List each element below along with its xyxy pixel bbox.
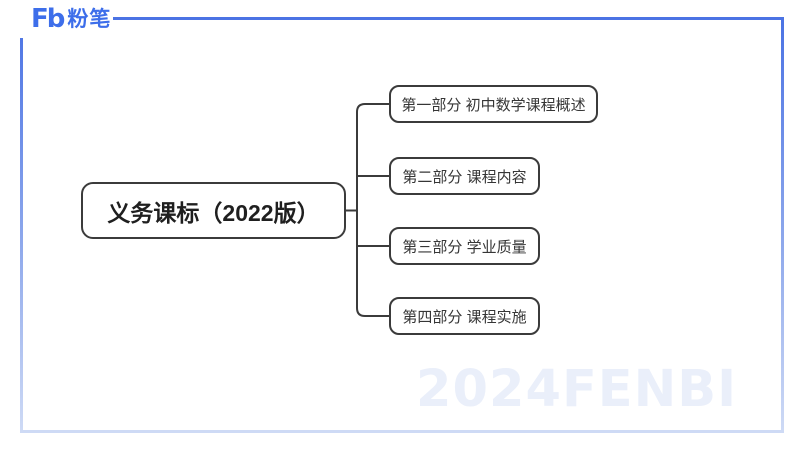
mindmap-child-label-3: 第三部分 学业质量 <box>402 238 527 256</box>
fenbi-logo: Fb 粉笔 <box>31 6 111 32</box>
mindmap-child-node-2: 第二部分 课程内容 <box>389 157 540 195</box>
mindmap-root-node: 义务课标（2022版） <box>81 182 346 239</box>
mindmap-child-node-3: 第三部分 学业质量 <box>389 227 540 265</box>
fenbi-logo-icon: Fb <box>31 4 65 34</box>
mindmap-child-label-2: 第二部分 课程内容 <box>402 168 527 186</box>
fenbi-logo-label: 粉笔 <box>67 7 112 31</box>
mindmap-child-label-4: 第四部分 课程实施 <box>402 308 527 326</box>
mindmap-root-label: 义务课标（2022版） <box>107 199 320 226</box>
mindmap-child-node-4: 第四部分 课程实施 <box>389 297 540 335</box>
mindmap-child-node-1: 第一部分 初中数学课程概述 <box>389 85 598 123</box>
mindmap-child-label-1: 第一部分 初中数学课程概述 <box>401 96 586 114</box>
logo-area: Fb 粉笔 <box>0 0 113 38</box>
